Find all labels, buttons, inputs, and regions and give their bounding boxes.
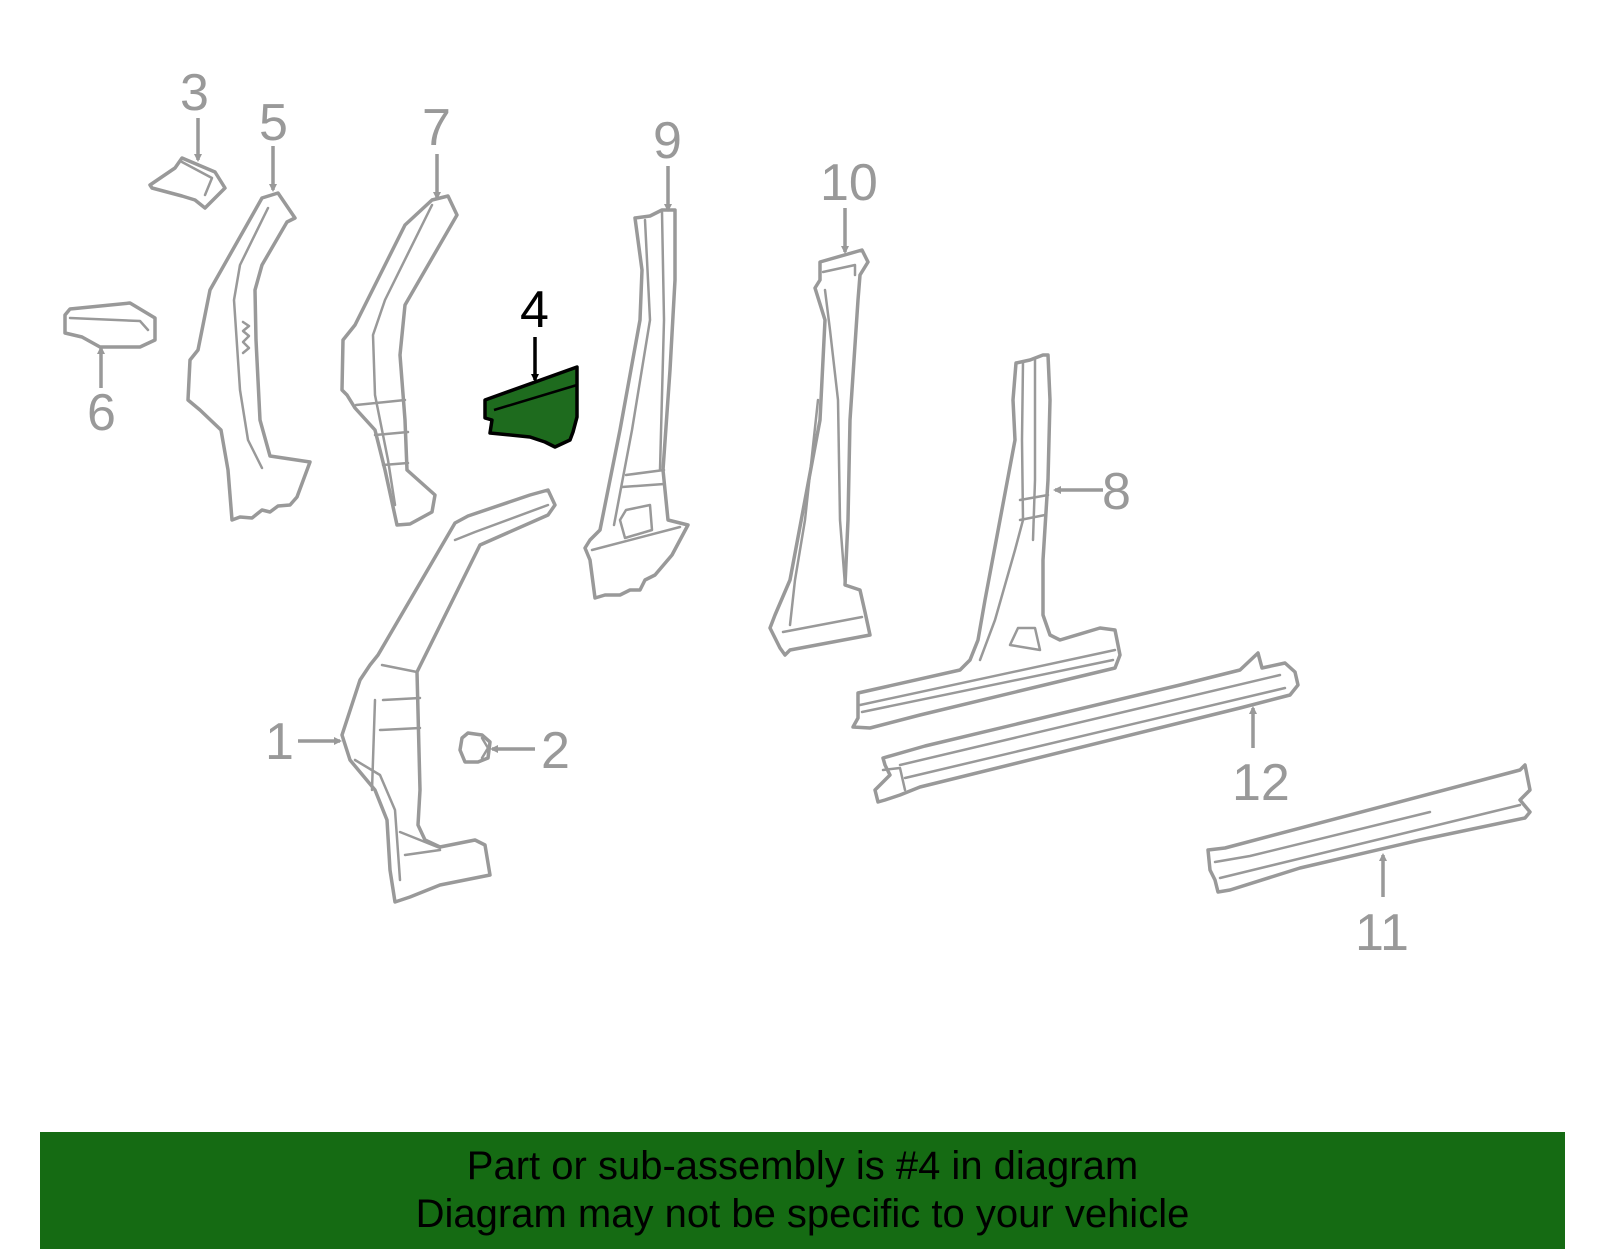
banner-line-part: Part or sub-assembly is #4 in diagram <box>466 1144 1139 1188</box>
info-banner: Part or sub-assembly is #4 in diagram Di… <box>40 1132 1565 1249</box>
callout-8: 8 <box>1102 463 1131 521</box>
part-9-pillar[interactable] <box>583 208 690 600</box>
callout-5: 5 <box>259 94 288 152</box>
part-12-rocker[interactable] <box>873 651 1300 804</box>
callout-2: 2 <box>541 722 570 780</box>
callout-1: 1 <box>265 713 294 771</box>
part-3-bracket[interactable] <box>148 156 227 210</box>
callout-7: 7 <box>422 99 451 157</box>
part-4-reinforcement-highlighted[interactable] <box>483 365 579 449</box>
part-7-pillar[interactable] <box>340 194 459 527</box>
banner-line-disclaimer: Diagram may not be specific to your vehi… <box>415 1192 1190 1236</box>
part-6-bracket[interactable] <box>63 301 157 349</box>
part-8-pillar[interactable] <box>851 353 1122 730</box>
part-2-nut[interactable] <box>458 731 492 764</box>
callout-10: 10 <box>820 154 878 212</box>
callout-11: 11 <box>1355 904 1409 962</box>
callout-4: 4 <box>520 281 549 339</box>
part-11-rocker[interactable] <box>1206 763 1532 894</box>
callout-3: 3 <box>180 64 209 122</box>
part-10-pillar[interactable] <box>768 248 872 657</box>
part-5-pillar[interactable] <box>186 191 312 522</box>
callout-9: 9 <box>653 112 682 170</box>
callout-6: 6 <box>87 384 116 442</box>
part-1-pillar[interactable] <box>340 488 557 904</box>
callout-12: 12 <box>1232 754 1290 812</box>
